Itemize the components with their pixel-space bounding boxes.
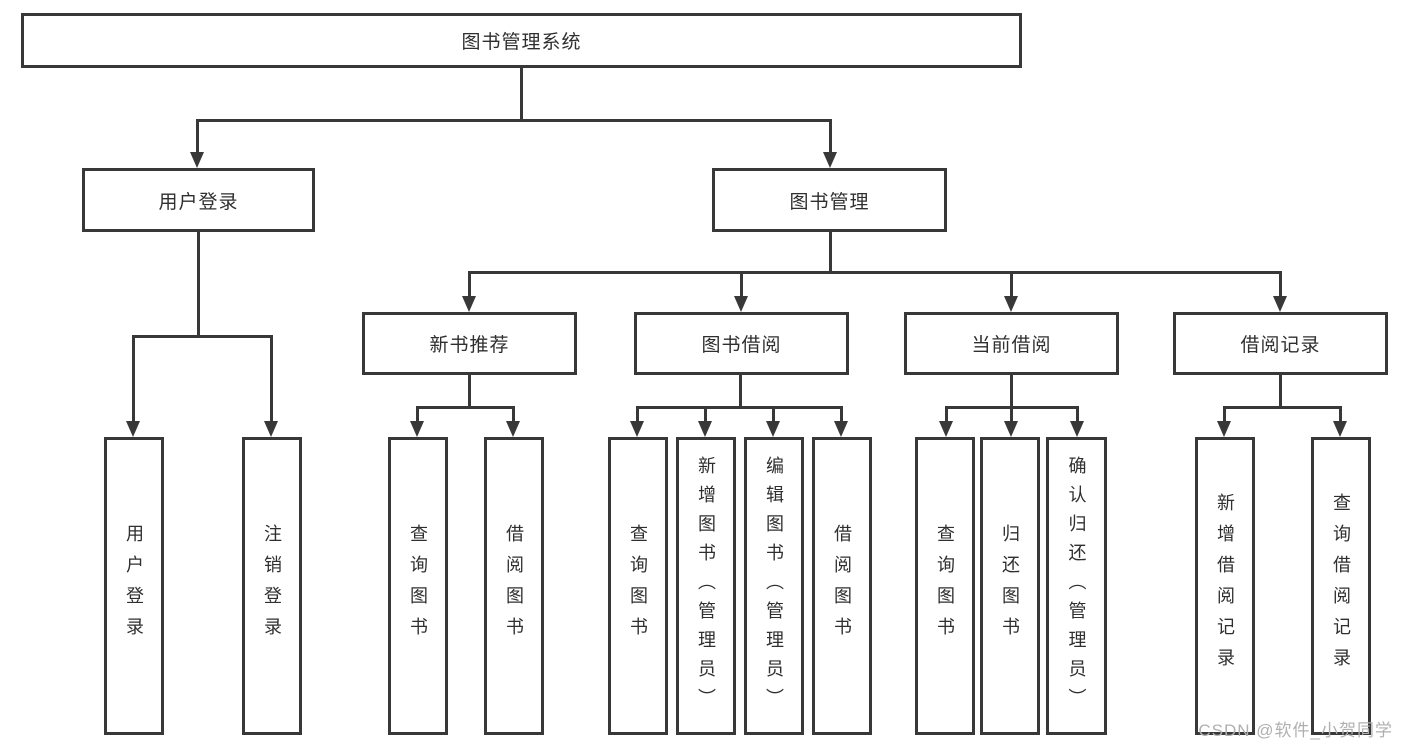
node-book-borrow-label: 图书借阅 [701,335,782,356]
connector-new-book-rec-split [416,406,515,409]
connector-book-mgmt-stem [829,232,832,274]
connector-stub-bb-add [704,406,707,421]
arrow-down-icon [1333,421,1347,437]
connector-stub-book-mgmt [829,119,832,152]
connector-stub-nb-query [416,406,419,421]
watermark: CSDN @软件_小贺同学 [1198,721,1393,740]
arrow-down-icon [1273,296,1287,312]
node-cb-confirm-return: 确认归还（管理员） [1046,437,1107,735]
connector-book-borrow-stem [739,375,742,409]
node-cb-query-book-label: 查询图书 [935,524,955,648]
node-root-label: 图书管理系统 [461,32,582,53]
arrow-down-icon [190,152,204,168]
connector-stub-borrow-record [1279,271,1282,296]
node-nb-query-book-label: 查询图书 [408,524,428,648]
connector-stub-new-book-rec [468,271,471,296]
connector-new-book-rec-stem [468,375,471,409]
node-ul-user-login-label: 用户登录 [124,524,144,648]
connector-current-borrow-stem [1010,375,1013,409]
node-book-borrow: 图书借阅 [634,312,849,375]
node-user-login: 用户登录 [82,168,315,232]
node-book-mgmt: 图书管理 [712,168,947,232]
connector-user-login-split [132,335,273,338]
connector-stub-book-borrow [740,271,743,296]
connector-stub-bb-edit [772,406,775,421]
connector-stub-cb-confirm [1076,406,1079,421]
node-nb-borrow-book-label: 借阅图书 [504,524,524,648]
connector-borrow-record-split [1223,406,1342,409]
node-br-add-record-label: 新增借阅记录 [1215,493,1235,679]
node-current-borrow: 当前借阅 [904,312,1119,375]
connector-stub-br-add [1223,406,1226,421]
arrow-down-icon [1004,421,1018,437]
connector-root-stem [520,68,523,119]
connector-user-login-stem [197,232,200,337]
arrow-down-icon [462,296,476,312]
connector-root-split [196,119,832,122]
node-ul-user-login: 用户登录 [104,437,164,735]
node-br-add-record: 新增借阅记录 [1195,437,1255,735]
node-borrow-record: 借阅记录 [1173,312,1388,375]
arrow-down-icon [698,421,712,437]
connector-stub-ul-logout [270,335,273,421]
connector-book-mgmt-split [468,271,1282,274]
arrow-down-icon [939,421,953,437]
node-new-book-rec: 新书推荐 [362,312,577,375]
connector-stub-cb-return [1010,406,1013,421]
arrow-down-icon [630,421,644,437]
node-cb-return-book-label: 归还图书 [1000,524,1020,648]
arrow-down-icon [506,421,520,437]
connector-borrow-record-stem [1279,375,1282,409]
connector-stub-nb-borrow [512,406,515,421]
node-nb-borrow-book: 借阅图书 [484,437,544,735]
node-book-mgmt-label: 图书管理 [789,191,870,213]
connector-stub-current-borrow [1010,271,1013,296]
arrow-down-icon [823,152,837,168]
connector-stub-cb-query [945,406,948,421]
arrow-down-icon [766,421,780,437]
arrow-down-icon [1004,296,1018,312]
node-root: 图书管理系统 [21,13,1022,68]
arrow-down-icon [734,296,748,312]
node-cb-query-book: 查询图书 [915,437,975,735]
node-bb-borrow-book-label: 借阅图书 [832,524,852,648]
arrow-down-icon [410,421,424,437]
node-cb-confirm-return-label: 确认归还（管理员） [1066,455,1087,717]
connector-book-borrow-split [636,406,843,409]
arrow-down-icon [1070,421,1084,437]
connector-stub-br-query [1339,406,1342,421]
node-bb-borrow-book: 借阅图书 [812,437,872,735]
arrow-down-icon [1217,421,1231,437]
node-nb-query-book: 查询图书 [388,437,448,735]
node-br-query-record-label: 查询借阅记录 [1331,493,1351,679]
node-new-book-rec-label: 新书推荐 [429,335,510,356]
connector-stub-user-login [196,119,199,152]
arrow-down-icon [126,421,140,437]
node-bb-edit-book-label: 编辑图书（管理员） [764,455,784,717]
node-current-borrow-label: 当前借阅 [971,335,1052,356]
connector-stub-bb-borrow [840,406,843,421]
node-cb-return-book: 归还图书 [980,437,1040,735]
node-br-query-record: 查询借阅记录 [1311,437,1371,735]
connector-stub-bb-query [636,406,639,421]
node-borrow-record-label: 借阅记录 [1240,335,1321,356]
node-bb-edit-book: 编辑图书（管理员） [744,437,804,735]
connector-stub-ul-user-login [132,335,135,421]
node-user-login-label: 用户登录 [158,191,239,213]
node-ul-logout: 注销登录 [242,437,302,735]
node-ul-logout-label: 注销登录 [262,524,282,648]
arrow-down-icon [834,421,848,437]
node-bb-query-book-label: 查询图书 [628,524,648,648]
node-bb-query-book: 查询图书 [608,437,668,735]
arrow-down-icon [264,421,278,437]
node-bb-add-book: 新增图书（管理员） [676,437,736,735]
node-bb-add-book-label: 新增图书（管理员） [696,455,716,717]
